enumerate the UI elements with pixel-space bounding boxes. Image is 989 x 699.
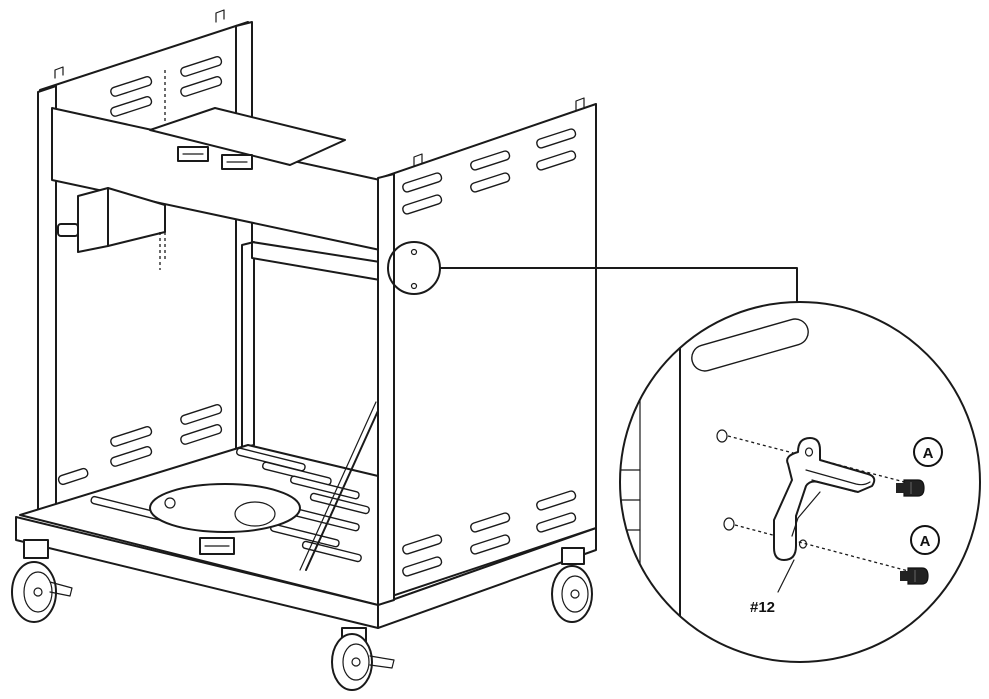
- top-shelf: [149, 107, 346, 166]
- center-left-post: [241, 241, 255, 449]
- part-number-label: #12: [750, 599, 775, 616]
- detail-leader-line: [439, 267, 798, 317]
- callout-a-bottom: A: [910, 525, 940, 555]
- base-right-lip: [377, 527, 597, 629]
- caster-front-right: [331, 627, 395, 691]
- caster-front-left: [11, 539, 73, 623]
- callout-a-top: A: [913, 437, 943, 467]
- side-panel-vents-top: [402, 128, 577, 215]
- grill-cart-frame: [11, 9, 597, 691]
- back-panel-vents: [57, 56, 223, 486]
- gas-valve-bracket: [57, 187, 166, 270]
- screw-bottom: [900, 567, 929, 585]
- callout-a-top-text: A: [923, 445, 934, 462]
- support-rod: [305, 401, 383, 571]
- propane-tank-hole: [149, 483, 301, 533]
- detail-outline-circle: [619, 301, 981, 663]
- side-panel-vents-bottom: [402, 490, 577, 577]
- back-panel: [39, 21, 249, 516]
- callout-a-bottom-text: A: [920, 533, 931, 550]
- inner-rail: [251, 241, 381, 281]
- caster-rear-right: [551, 547, 593, 623]
- magnified-detail: [619, 301, 981, 663]
- screw-top: [896, 479, 925, 497]
- part-12-leader: [777, 559, 795, 593]
- bracket-part-12: [773, 437, 876, 561]
- front-right-post: [377, 173, 395, 606]
